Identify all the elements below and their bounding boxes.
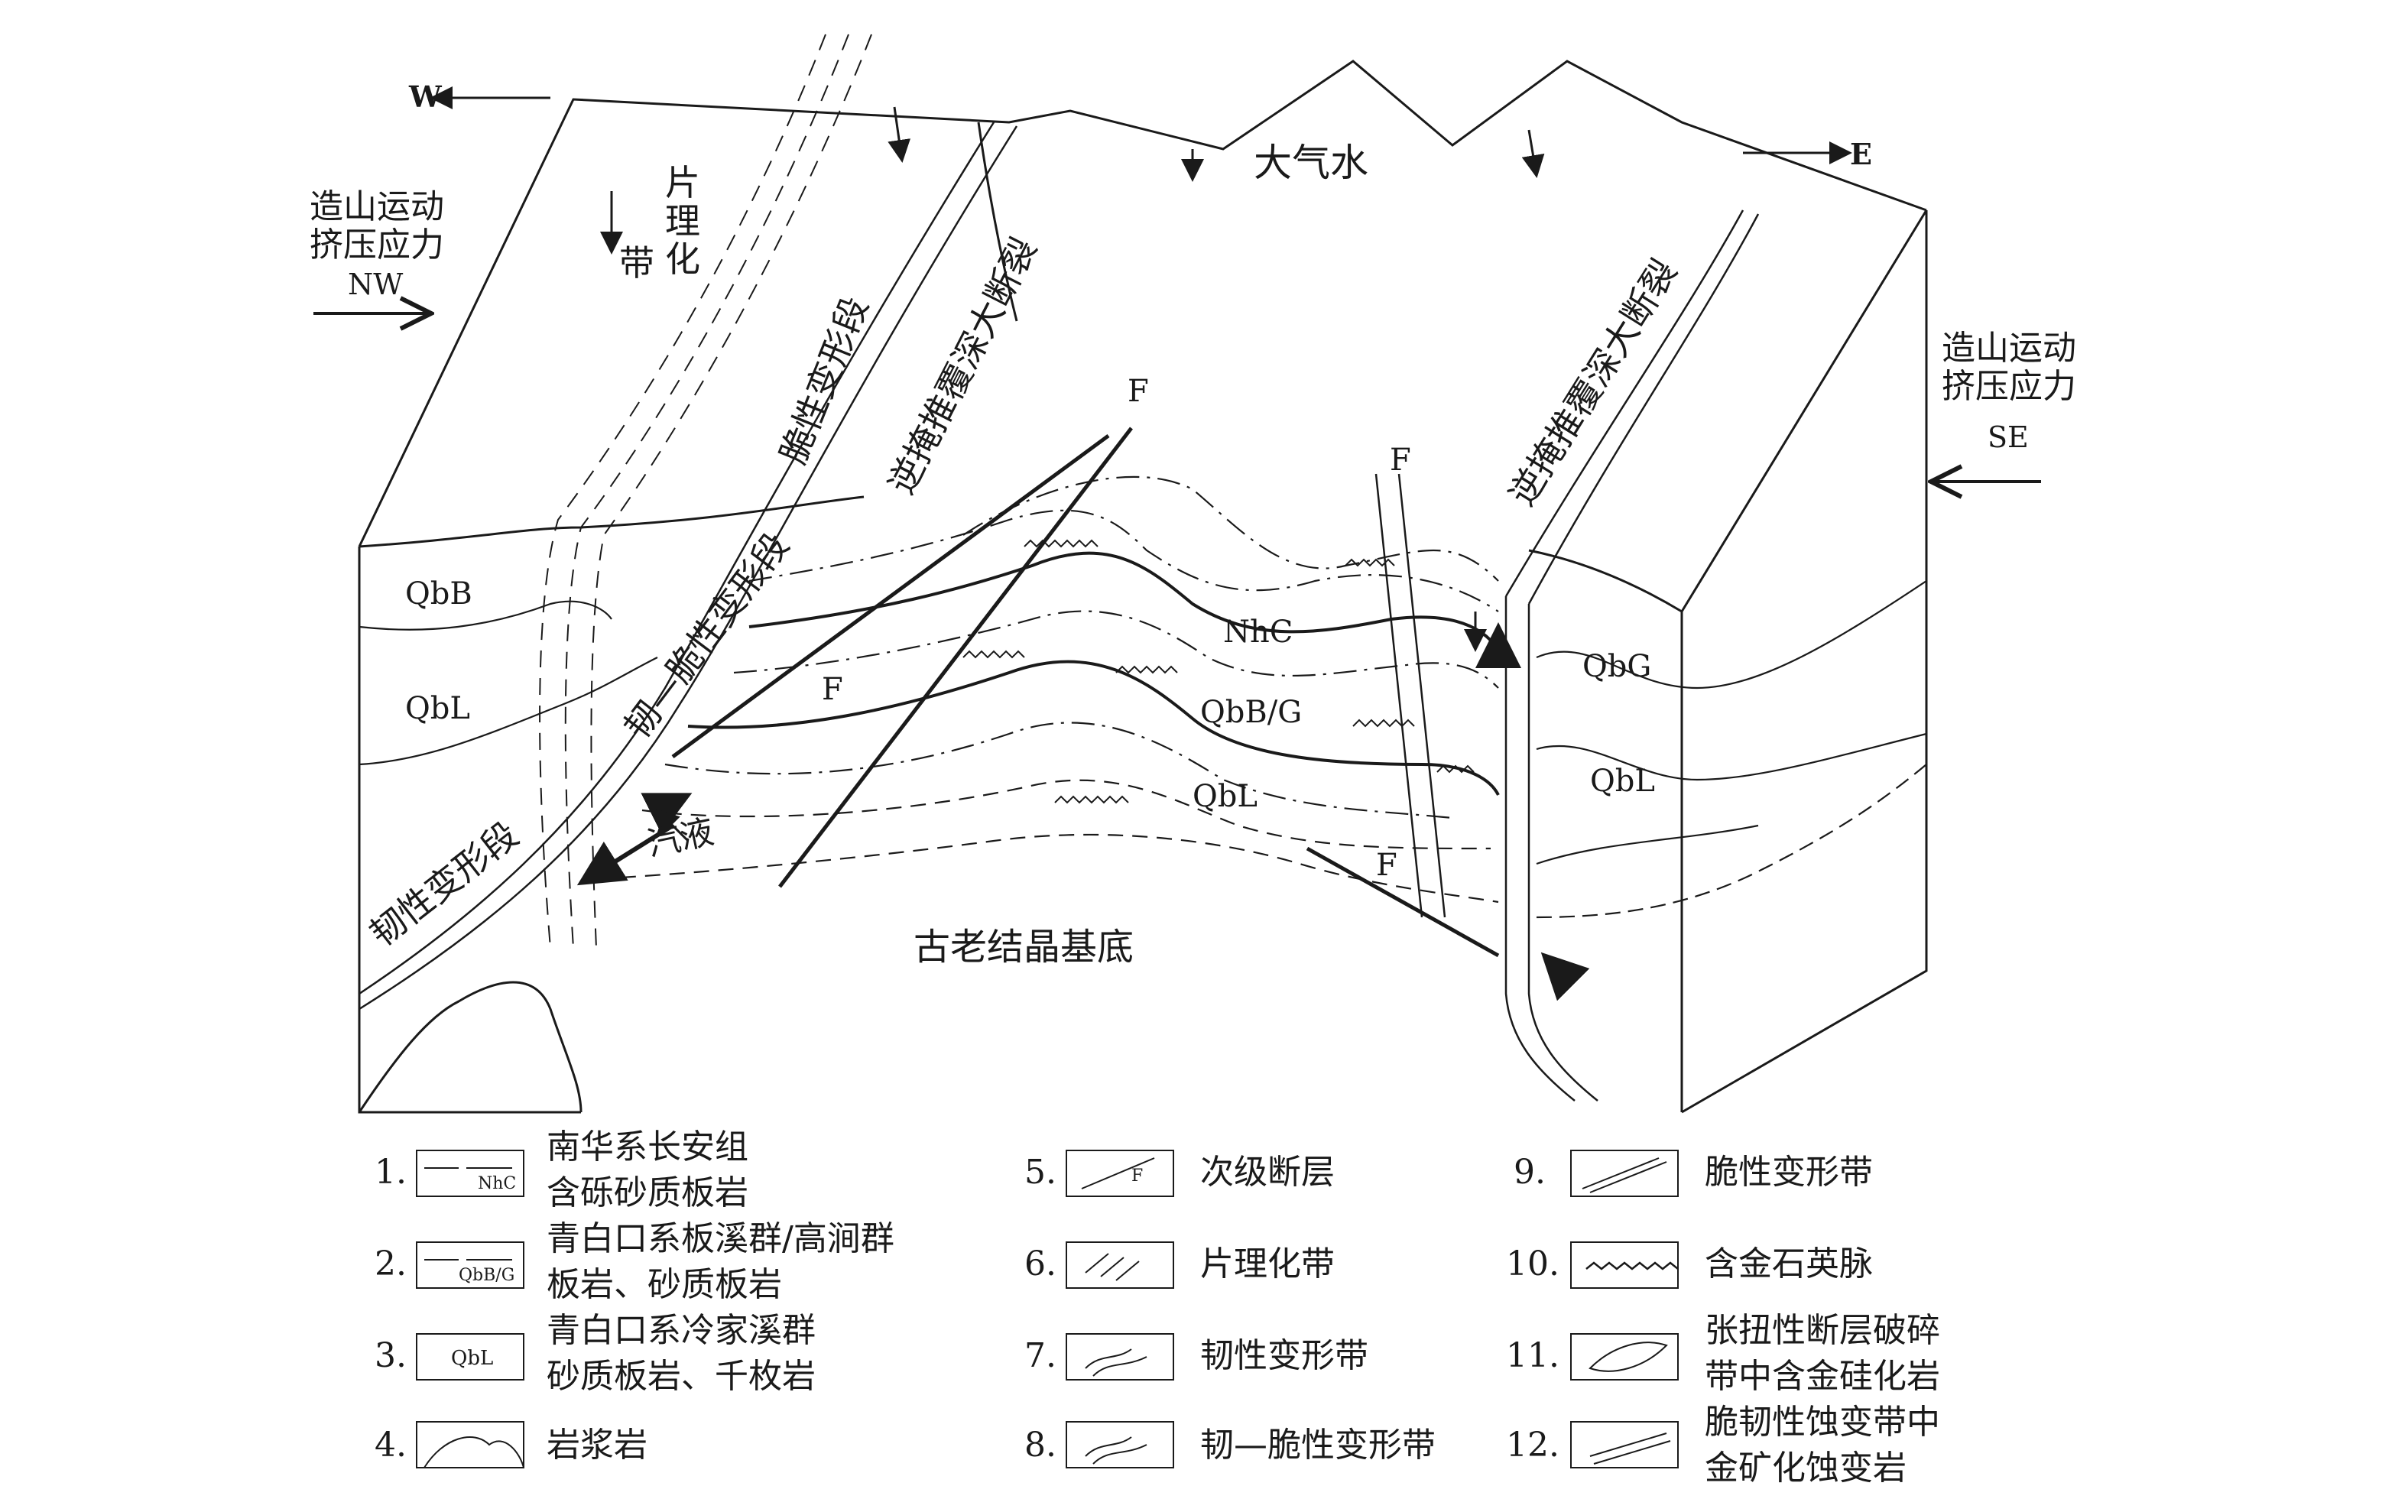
legend-text-11a: 张扭性断层破碎 (1705, 1311, 1940, 1350)
legend-text-11b: 带中含金硅化岩 (1705, 1357, 1940, 1396)
gold-quartz-veins (962, 539, 1475, 804)
fault-label-right-top: F (1390, 443, 1411, 478)
east-label: E (1850, 137, 1872, 171)
brittle-segment-label: 脆性变形段 (772, 291, 876, 469)
unit-nhc: NhC (1223, 615, 1293, 650)
block-outline (358, 60, 1928, 1114)
unit-qbl-center: QbL (1193, 779, 1258, 814)
legend-text-2a: 青白口系板溪群/高涧群 (547, 1219, 894, 1258)
fault-label-right-bottom: F (1376, 848, 1397, 883)
legend-num-5: 5. (1024, 1153, 1056, 1192)
unit-qbb: QbB (405, 576, 472, 612)
stress-left-line1: 造山运动 (310, 187, 444, 226)
legend-text-3a: 青白口系冷家溪群 (547, 1311, 816, 1350)
legend: NhC QbB/G QbL F 1. 南华系长安组 含砾砂质板岩 2. 青白口系… (375, 1128, 1940, 1488)
unit-qbg: QbG (1582, 649, 1651, 684)
ductile-brittle-segment-label: 韧—脆性变形段 (616, 525, 797, 747)
basement-label: 古老结晶基底 (914, 926, 1134, 969)
unit-qbbg: QbB/G (1200, 695, 1302, 730)
magma-body (358, 981, 583, 1113)
schistose-zone-char-4: 带 (619, 242, 654, 284)
arrows (313, 86, 2041, 1001)
legend-text-7: 韧性变形带 (1200, 1336, 1368, 1375)
legend-swatch-6 (1066, 1241, 1174, 1289)
schistose-zone-char-3: 化 (665, 238, 700, 280)
hydrothermal-label: 汽液 (644, 813, 718, 865)
legend-text-9: 脆性变形带 (1705, 1153, 1873, 1192)
meteoric-water-label: 大气水 (1254, 141, 1368, 185)
legend-text-2b: 板岩、砂质板岩 (547, 1265, 782, 1304)
legend-num-10: 10. (1506, 1244, 1559, 1283)
legend-num-12: 12. (1506, 1426, 1559, 1465)
unit-qbl-left: QbL (405, 691, 470, 726)
legend-num-3: 3. (375, 1336, 407, 1375)
legend-swatch-4 (416, 1421, 524, 1468)
legend-code-3: QbL (451, 1347, 493, 1370)
fault-label-top: F (1128, 374, 1149, 409)
legend-swatch-8 (1066, 1421, 1174, 1468)
right-wall-layers (1536, 580, 1927, 919)
legend-num-4: 4. (375, 1426, 407, 1465)
legend-swatch-5 (1066, 1150, 1174, 1197)
left-wall-layers (359, 600, 658, 766)
legend-text-12b: 金矿化蚀变岩 (1705, 1449, 1907, 1488)
legend-swatch-12 (1570, 1421, 1679, 1468)
folded-strata (596, 475, 1500, 904)
legend-num-9: 9. (1514, 1153, 1546, 1192)
legend-text-8: 韧—脆性变形带 (1200, 1426, 1436, 1465)
legend-text-1b: 含砾砂质板岩 (547, 1173, 748, 1212)
legend-code-5: F (1131, 1166, 1143, 1186)
legend-code-1: NhC (478, 1174, 516, 1193)
secondary-faults (671, 427, 1500, 958)
thrust-fault-left-label: 逆掩推覆深大断裂 (881, 232, 1045, 501)
legend-num-1: 1. (375, 1153, 407, 1192)
legend-text-6: 片理化带 (1200, 1244, 1335, 1283)
legend-text-12a: 脆韧性蚀变带中 (1705, 1403, 1940, 1442)
stress-left-dir: NW (348, 268, 403, 301)
stress-left-line2: 挤压应力 (310, 226, 444, 264)
legend-code-2: QbB/G (459, 1266, 514, 1285)
legend-num-6: 6. (1024, 1244, 1056, 1283)
schistose-zone-dashes (539, 34, 872, 949)
legend-swatch-9 (1570, 1150, 1679, 1197)
fault-label-center: F (822, 672, 843, 707)
thrust-fault-zone-right (1504, 209, 1760, 1102)
schistose-zone-char-2: 理 (665, 200, 700, 242)
legend-text-1a: 南华系长安组 (547, 1128, 748, 1166)
legend-num-11: 11. (1506, 1336, 1559, 1375)
stress-right-dir: SE (1988, 420, 2029, 454)
legend-num-7: 7. (1024, 1336, 1056, 1375)
stress-right-line1: 造山运动 (1942, 329, 2076, 368)
schistose-zone-char-1: 片 (665, 162, 700, 203)
west-label: W (408, 79, 443, 114)
legend-swatch-3 (416, 1333, 524, 1381)
legend-num-8: 8. (1024, 1426, 1056, 1465)
legend-swatch-2 (416, 1241, 524, 1289)
unit-qbl-right: QbL (1590, 764, 1655, 799)
thrust-fault-right-label: 逆掩推覆深大断裂 (1501, 252, 1686, 513)
legend-swatch-1 (416, 1150, 524, 1197)
legend-text-5: 次级断层 (1200, 1153, 1335, 1192)
legend-text-4: 岩浆岩 (547, 1426, 647, 1465)
legend-text-10: 含金石英脉 (1705, 1244, 1873, 1283)
thrust-fault-zone-left (359, 122, 1018, 1011)
legend-swatch-11 (1570, 1333, 1679, 1381)
stress-right-line2: 挤压应力 (1942, 367, 2076, 406)
legend-swatch-10 (1570, 1241, 1679, 1289)
legend-num-2: 2. (375, 1244, 407, 1283)
legend-text-3b: 砂质板岩、千枚岩 (547, 1357, 816, 1396)
legend-swatch-7 (1066, 1333, 1174, 1381)
